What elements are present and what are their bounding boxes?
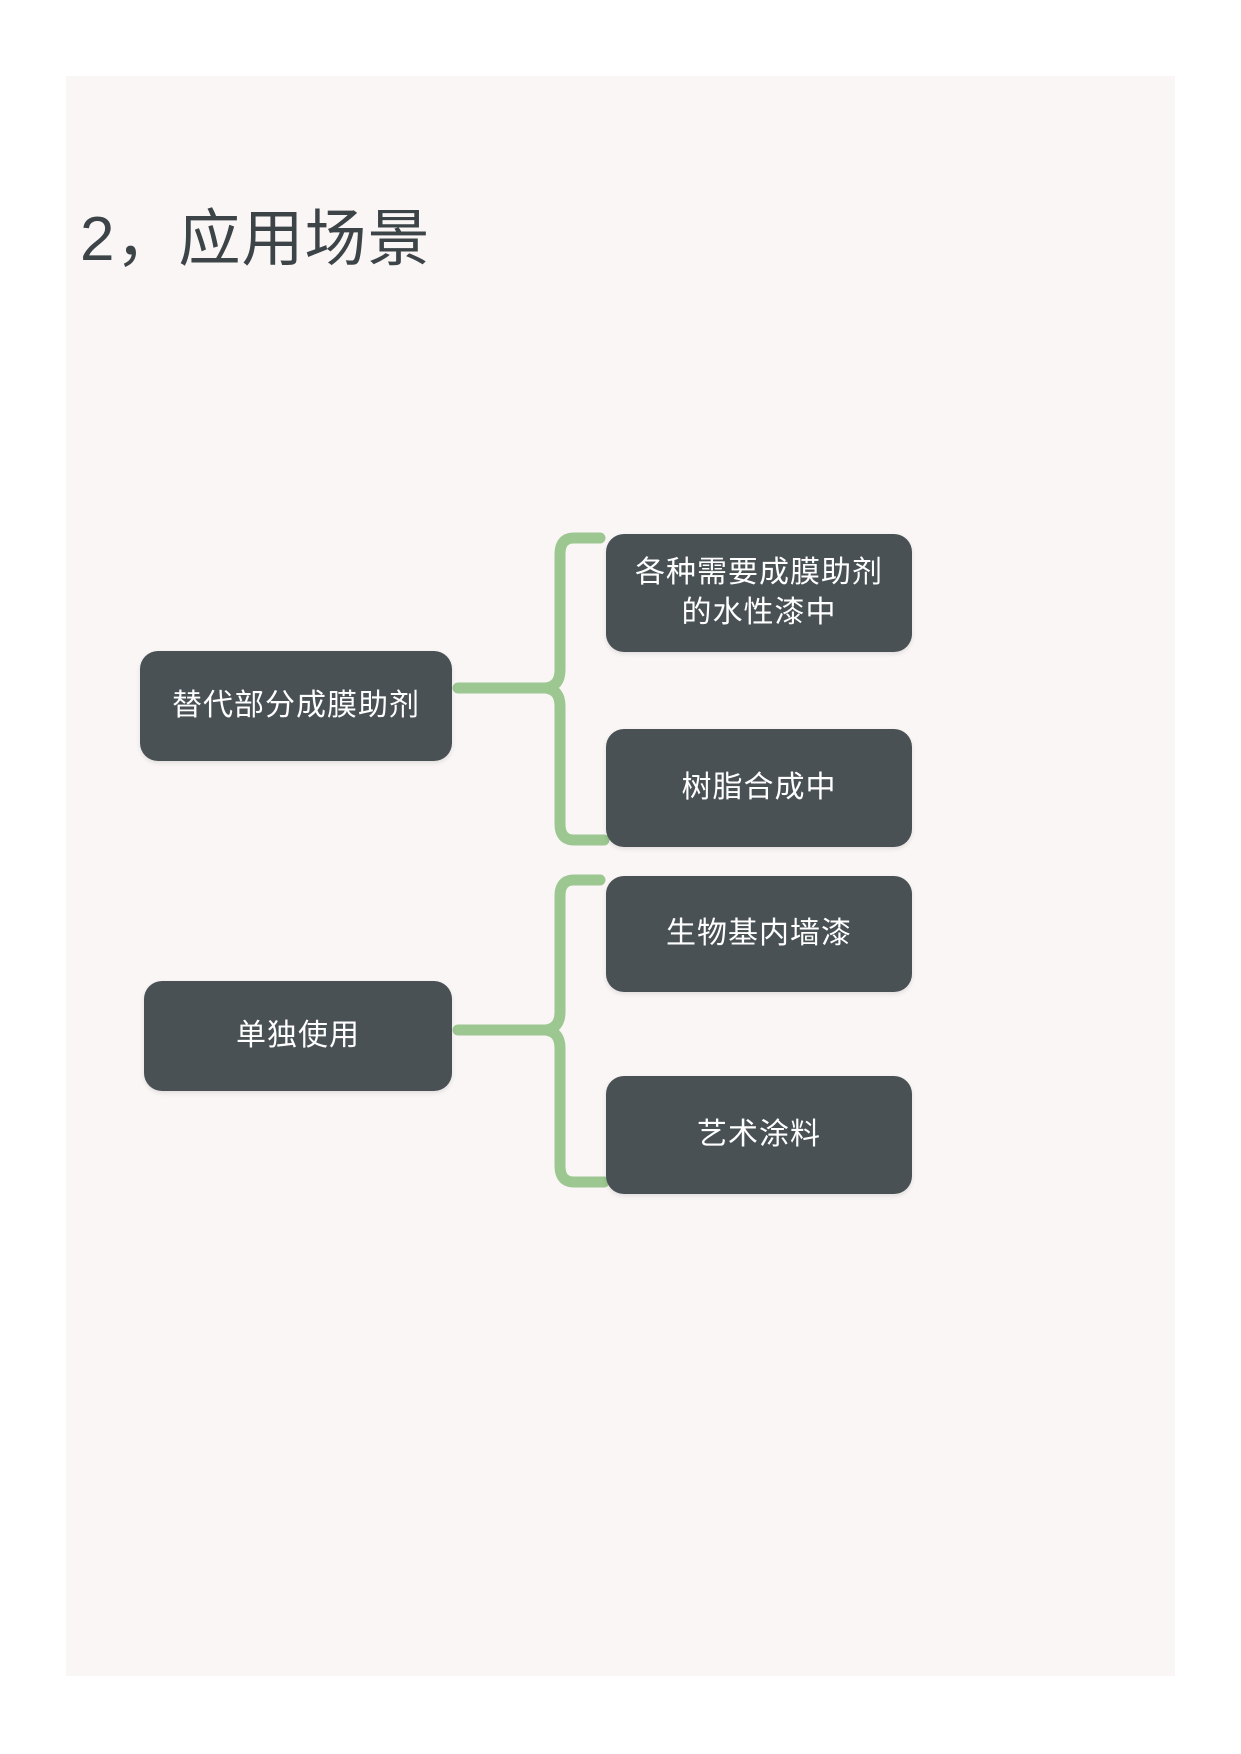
node-parent-group-2[interactable]: 单独使用 (144, 981, 452, 1091)
node-child-group-1-item-1[interactable]: 各种需要成膜助剂的水性漆中 (606, 534, 912, 652)
brace-connector-group-2 (452, 874, 610, 1188)
brace-connector-group-1 (452, 532, 610, 846)
diagram-canvas: 替代部分成膜助剂 各种需要成膜助剂的水性漆中 树脂合成中 单独使用 生物基内墙漆… (66, 76, 1175, 1676)
page-title: 2，应用场景 (80, 205, 431, 274)
node-parent-group-1[interactable]: 替代部分成膜助剂 (140, 651, 452, 761)
slide-page: 2，应用场景 替代部分成膜助剂 各种需要成膜助剂的水性漆中 树脂合成中 单独使用… (66, 76, 1175, 1676)
node-child-group-2-item-1[interactable]: 生物基内墙漆 (606, 876, 912, 992)
node-child-group-2-item-2[interactable]: 艺术涂料 (606, 1076, 912, 1194)
node-child-group-1-item-2[interactable]: 树脂合成中 (606, 729, 912, 847)
